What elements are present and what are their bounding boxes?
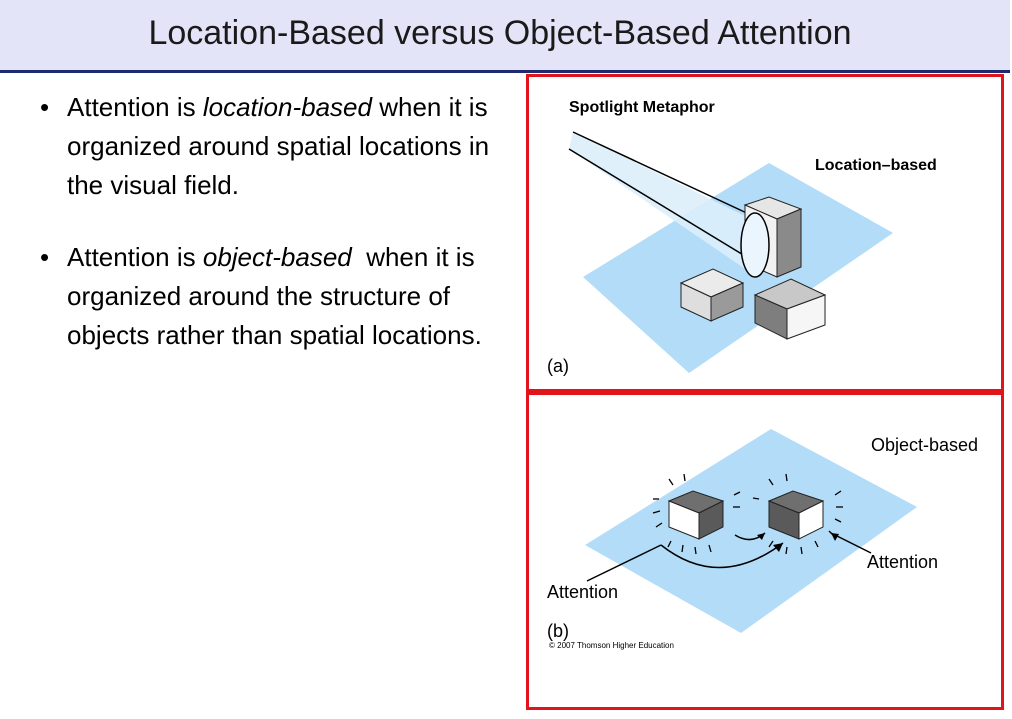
object-attention-illustration bbox=[585, 429, 917, 633]
bullet-text-pre: Attention is bbox=[67, 242, 203, 272]
cube-left-side bbox=[710, 282, 744, 322]
slide-title: Location-Based versus Object-Based Atten… bbox=[148, 14, 852, 52]
visual-field-plane bbox=[585, 429, 917, 633]
spotlight-illustration bbox=[568, 131, 893, 373]
copyright-notice: © 2007 Thomson Higher Education bbox=[549, 641, 674, 650]
label-attention-left: Attention bbox=[547, 582, 619, 602]
arrow-between-cubes-head bbox=[757, 533, 765, 540]
cube-tall-right bbox=[776, 208, 802, 278]
visual-field-plane bbox=[583, 163, 893, 373]
cube-right-side bbox=[798, 500, 824, 540]
spotlight-circle bbox=[740, 212, 770, 278]
spotlight-beam-edge-bottom bbox=[568, 148, 774, 274]
bullet-location-based: • Attention is location-based when it is… bbox=[36, 88, 516, 205]
bullet-text-emphasis: location-based bbox=[202, 92, 372, 122]
label-spotlight-metaphor: Spotlight Metaphor bbox=[569, 99, 715, 116]
figure-panel-object-based: Object-based Attention Attention (b) © 2… bbox=[526, 392, 1004, 710]
cube-left-side bbox=[698, 500, 724, 540]
spotlight-beam bbox=[569, 132, 757, 277]
pointer-attention-right bbox=[830, 532, 872, 554]
figure-panel-location-based: Spotlight Metaphor Location–based (a) bbox=[526, 74, 1004, 392]
attention-halo-left bbox=[652, 473, 741, 555]
label-object-based: Object-based bbox=[871, 435, 979, 455]
bullet-text-emphasis: object-based bbox=[202, 242, 352, 272]
bullet-text-post: when it is organized around spatial loca… bbox=[67, 92, 490, 200]
arrow-attention-shift bbox=[660, 542, 784, 569]
bullet-list: • Attention is location-based when it is… bbox=[36, 88, 516, 388]
pointer-attention-left bbox=[586, 544, 662, 582]
bullet-marker: • bbox=[40, 92, 50, 122]
bullet-marker: • bbox=[40, 242, 50, 272]
arrow-attention-shift-head bbox=[773, 543, 783, 552]
label-attention-right: Attention bbox=[867, 552, 939, 572]
pointer-attention-right-head bbox=[831, 533, 839, 541]
label-location-based: Location–based bbox=[815, 157, 937, 174]
spotlight-beam-edge-top bbox=[572, 131, 752, 216]
title-bar: Location-Based versus Object-Based Atten… bbox=[0, 0, 1010, 73]
label-panel-b: (b) bbox=[547, 621, 569, 641]
bullet-text-post: when it is organized around the structur… bbox=[67, 242, 482, 350]
bullet-object-based: • Attention is object-based when it is o… bbox=[36, 238, 516, 355]
label-panel-a: (a) bbox=[547, 356, 569, 376]
cube-right-front bbox=[786, 294, 826, 340]
bullet-text-pre: Attention is bbox=[67, 92, 203, 122]
